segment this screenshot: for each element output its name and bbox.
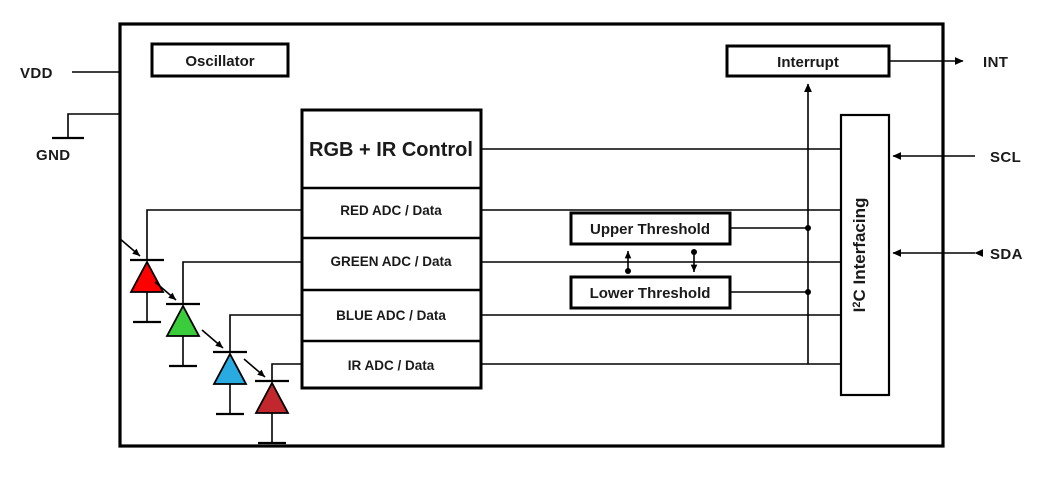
- green-photodiode-to-green-adc: [182, 261, 302, 304]
- ir-photodiode-light-arrow: [243, 358, 266, 378]
- i2c-label-prefix: I: [850, 308, 869, 313]
- threshold-up-arrow-dot: [625, 268, 631, 274]
- red-adc-label: RED ADC / Data: [340, 203, 442, 218]
- interrupt-label: Interrupt: [777, 54, 839, 71]
- ir-photodiode: [243, 358, 302, 445]
- lower-threshold-block: [569, 275, 732, 310]
- green-photodiode: [154, 261, 302, 368]
- blue-photodiode: [201, 314, 302, 416]
- interrupt-bus-dot-upper: [805, 225, 811, 231]
- red-photodiode: [118, 209, 302, 324]
- blue-photodiode-to-blue-adc: [229, 314, 302, 352]
- interrupt-bus-dot-lower: [805, 289, 811, 295]
- rgb-ir-control-label: RGB + IR Control: [309, 139, 473, 161]
- chip-boundary: [118, 22, 945, 448]
- i2c-label-suffix: C Interfacing: [850, 198, 869, 302]
- i2c-interfacing-block: [839, 113, 891, 397]
- green-photodiode-light-arrow: [154, 281, 177, 301]
- ir-adc-label: IR ADC / Data: [348, 358, 435, 373]
- blue-photodiode-light-arrow: [201, 329, 224, 349]
- int-label: INT: [983, 54, 1008, 71]
- threshold-down-arrow-dot: [691, 249, 697, 255]
- vdd-label: VDD: [20, 65, 53, 82]
- lower-threshold-label: Lower Threshold: [590, 285, 711, 302]
- red-photodiode-to-red-adc: [146, 209, 302, 260]
- i2c-label-superscript: 2: [851, 302, 863, 308]
- ir-photodiode-to-ir-adc: [271, 363, 302, 381]
- red-photodiode-light-arrow: [118, 237, 141, 257]
- oscillator-block: [150, 42, 290, 78]
- gnd-label: GND: [36, 147, 71, 164]
- upper-threshold-label: Upper Threshold: [590, 221, 710, 238]
- oscillator-label: Oscillator: [185, 53, 254, 70]
- upper-threshold-block: [569, 211, 732, 246]
- gnd-wire: [67, 113, 120, 138]
- scl-label: SCL: [990, 149, 1021, 166]
- interrupt-block: [725, 44, 891, 78]
- i2c-interfacing-label: I2C Interfacing: [850, 198, 869, 313]
- sda-label: SDA: [990, 246, 1023, 263]
- blue-adc-label: BLUE ADC / Data: [336, 308, 446, 323]
- green-adc-label: GREEN ADC / Data: [330, 254, 452, 269]
